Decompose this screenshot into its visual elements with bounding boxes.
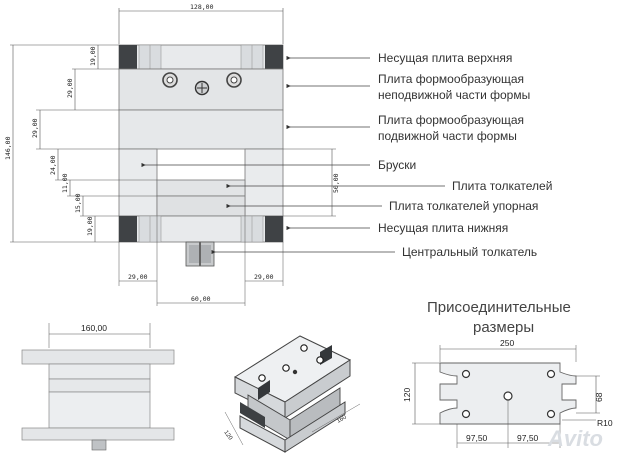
dim-stop-plate: 15,00 [74, 193, 82, 213]
callout-leaders [141, 55, 445, 255]
dim-iso-a: 120 [222, 430, 233, 442]
dim-side-width: 160,00 [81, 323, 107, 333]
dim-center-gap: 60,00 [191, 295, 211, 303]
dim-bottom-plate: 19,00 [86, 216, 94, 236]
label-bars: Бруски [378, 158, 416, 172]
dim-right-offset: 29,00 [254, 273, 274, 281]
label-fixed-plate-2: неподвижной части формы [378, 88, 530, 102]
label-top-carrying-plate: Несущая плита верхняя [378, 51, 512, 65]
dim-top-plate: 19,00 [89, 46, 97, 66]
dim-left-offset: 29,00 [128, 273, 148, 281]
label-ejector-stop-plate: Плита толкателей упорная [389, 199, 538, 213]
dim-connection-left: 97,50 [466, 433, 488, 443]
dim-overall-height: 146,00 [4, 136, 12, 160]
label-ejector-plate: Плита толкателей [452, 179, 552, 193]
label-fixed-plate-1: Плита формообразующая [378, 72, 524, 86]
callout-labels: Несущая плита верхняя Плита формообразую… [378, 51, 552, 259]
connection-view: Присоединительные размеры 250 120 68 R10… [402, 299, 613, 448]
label-moving-plate-2: подвижной части формы [378, 129, 517, 143]
watermark: Avito [547, 426, 603, 451]
dim-connection-inner: 68 [594, 392, 604, 402]
dim-top-width: 128,00 [190, 3, 214, 11]
dim-connection-height: 120 [402, 388, 412, 402]
front-view: 128,00 [4, 3, 340, 306]
label-moving-plate-1: Плита формообразующая [378, 113, 524, 127]
dim-iso-b: 160 [336, 414, 348, 425]
label-central-ejector: Центральный толкатель [402, 245, 537, 259]
dim-connection-radius: R10 [597, 418, 613, 428]
dim-connection-right: 97,50 [517, 433, 539, 443]
dim-bars-span: 50,00 [332, 173, 340, 193]
dim-bars: 24,00 [49, 155, 57, 175]
label-bottom-carrying-plate: Несущая плита нижняя [378, 221, 508, 235]
dim-ejector-plate: 11,00 [61, 173, 69, 193]
dim-moving-plate: 29,00 [31, 118, 39, 138]
connection-title-2: размеры [473, 319, 534, 336]
side-view: 160,00 [21, 323, 175, 451]
iso-view: 120 160 [222, 335, 361, 453]
dim-connection-width: 250 [500, 338, 514, 348]
dim-fixed-plate: 29,00 [66, 78, 74, 98]
connection-title-1: Присоединительные [427, 299, 571, 316]
